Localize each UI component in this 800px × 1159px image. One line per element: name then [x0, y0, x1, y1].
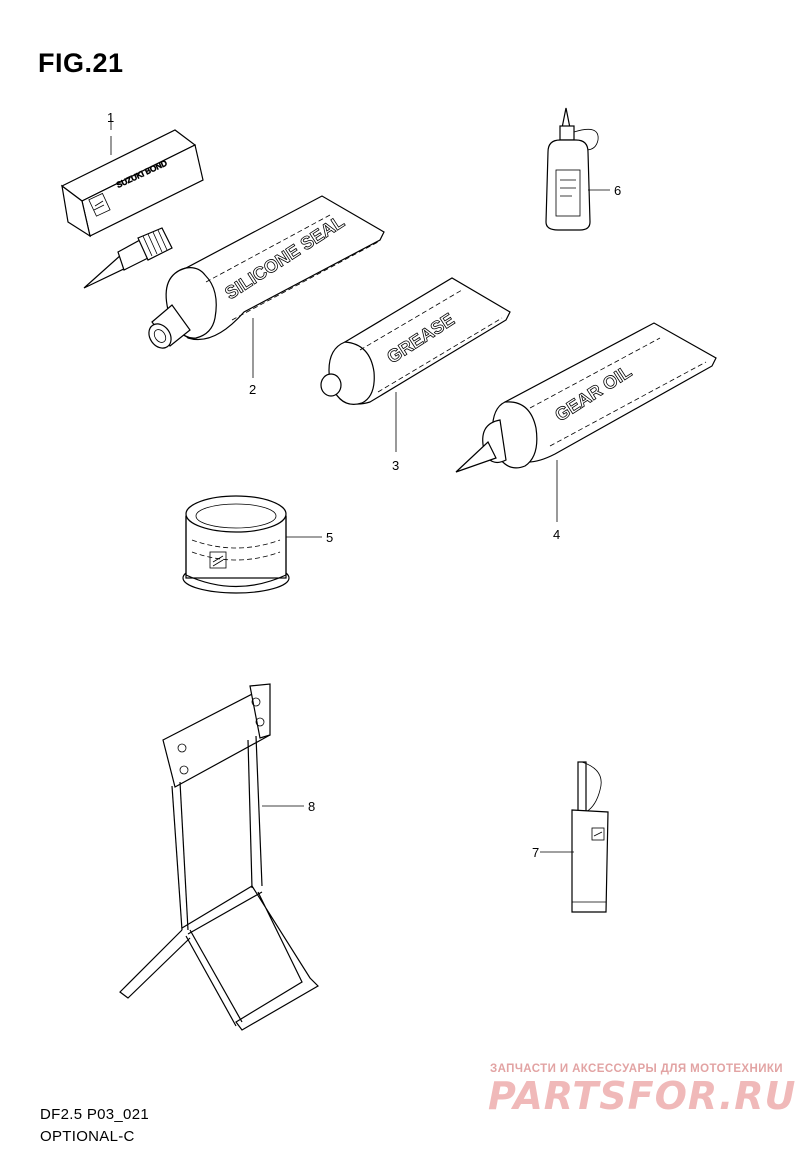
diagram-code: DF2.5 P03_021: [40, 1106, 149, 1123]
callout-3: 3: [392, 458, 399, 473]
diagram-group: OPTIONAL-C: [40, 1128, 135, 1145]
part-4-gear-oil-tube[interactable]: GEAR OIL: [455, 322, 717, 473]
callout-7: 7: [532, 845, 539, 860]
callout-6: 6: [614, 183, 621, 198]
part-8-engine-stand[interactable]: [119, 683, 319, 1031]
callout-4: 4: [553, 527, 560, 542]
part-2-silicone-seal-tube[interactable]: SILICONE SEAL: [144, 195, 385, 352]
part-3-grease-tube[interactable]: GREASE: [320, 277, 511, 405]
figure-title: FIG.21: [38, 48, 124, 78]
part-7-paint-tube[interactable]: [540, 761, 609, 913]
part-1-bond-box[interactable]: SUZUKI BOND: [60, 118, 204, 289]
callout-8: 8: [308, 799, 315, 814]
part-5-tin-can[interactable]: [182, 495, 322, 594]
applicator-nozzle: [83, 227, 173, 289]
part-6-oil-bottle[interactable]: [545, 107, 610, 231]
watermark-tagline: ЗАПЧАСТИ И АКСЕССУАРЫ ДЛЯ МОТОТЕХНИКИ: [490, 1063, 783, 1075]
callout-5: 5: [326, 530, 333, 545]
callout-1: 1: [107, 110, 114, 125]
watermark-brand: PARTSFOR.RU: [488, 1074, 797, 1118]
callout-2: 2: [249, 382, 256, 397]
